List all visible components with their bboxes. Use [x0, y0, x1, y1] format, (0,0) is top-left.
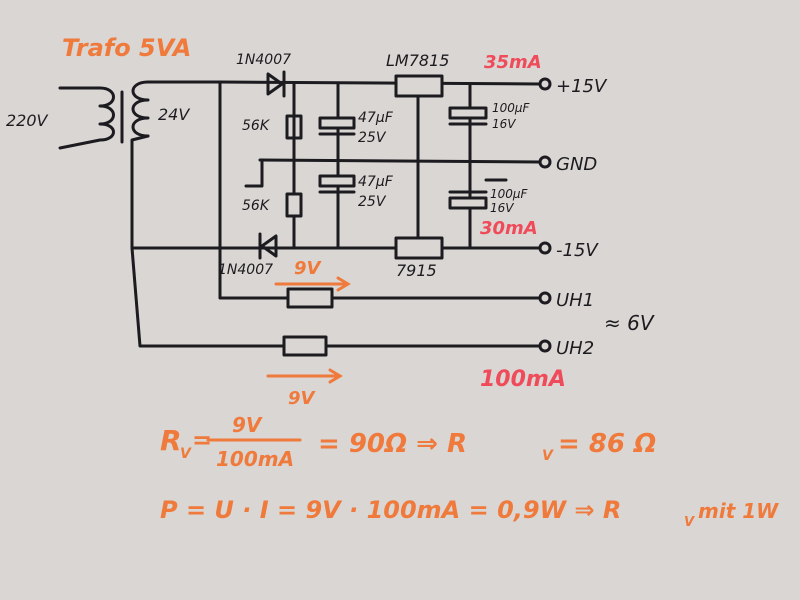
power-tail: mit 1W	[698, 499, 779, 523]
diode-top	[266, 72, 284, 96]
terminal-neg	[538, 241, 552, 255]
secondary-voltage: 24V	[158, 105, 190, 124]
power-line: P = U · I = 9V · 100mA = 0,9W ⇒ R	[160, 496, 621, 524]
secondary-coil	[131, 80, 150, 138]
cap-out-pos-label: 100µF	[492, 101, 531, 115]
rv-num: 9V	[232, 413, 263, 437]
cap-bottom-rating: 25V	[358, 194, 387, 210]
current-pos: 35mA	[484, 52, 542, 73]
drop-bottom: 9V	[288, 388, 317, 409]
power-sub: V	[684, 515, 695, 530]
rv-result: = 90Ω ⇒ R	[318, 429, 467, 459]
rv-eq: =	[192, 426, 212, 454]
secondary-lead	[146, 80, 542, 300]
heater-resistor-1	[286, 287, 334, 309]
resistor-bottom	[285, 192, 303, 218]
uh-voltage: ≈ 6V	[604, 311, 655, 335]
reg-pos-label: LM7815	[386, 51, 449, 70]
cap-top-rating: 25V	[358, 130, 387, 146]
resistor-top	[285, 114, 303, 140]
rv-sub2: V	[542, 448, 554, 464]
gnd-stub	[244, 158, 264, 188]
terminal-uh1	[538, 291, 552, 305]
resistor-top-label: 56K	[242, 118, 271, 134]
cap-out-pos-rating: 16V	[492, 117, 516, 131]
drop-top: 9V	[294, 258, 323, 279]
rv-lhs: R	[160, 424, 182, 457]
transformer-label: Trafo 5VA	[62, 34, 191, 62]
gnd-rail	[258, 158, 542, 164]
terminal-pos-label: +15V	[556, 76, 608, 97]
cap-out-neg-rating: 16V	[490, 201, 514, 215]
diode-bottom-label: 1N4007	[218, 262, 273, 278]
cap-bottom	[318, 174, 356, 188]
cap-bottom-label: 47µF	[358, 174, 394, 190]
resistor-bottom-label: 56K	[242, 198, 271, 214]
terminal-gnd	[538, 155, 552, 169]
regulator-pos	[394, 74, 444, 98]
current-neg: 30mA	[480, 218, 538, 239]
terminal-gnd-label: GND	[556, 154, 597, 175]
terminal-uh1-label: UH1	[556, 290, 594, 311]
arrow-bottom	[266, 368, 343, 384]
primary-voltage: 220V	[6, 111, 49, 130]
primary-coil	[58, 86, 115, 150]
terminal-neg-label: -15V	[556, 240, 599, 261]
top-rail	[218, 80, 542, 86]
arrow-top	[274, 276, 351, 292]
diode-bottom	[260, 234, 278, 258]
rv-final: = 86 Ω	[558, 429, 656, 459]
terminal-uh2-label: UH2	[556, 338, 594, 359]
reg-neg-label: 7915	[396, 261, 437, 280]
cap-top	[318, 116, 356, 130]
regulator-neg	[394, 236, 444, 260]
cap-out-neg-label: 100µF	[490, 187, 529, 201]
uh2-wire	[130, 246, 542, 348]
cap-out-pos	[448, 106, 488, 120]
ac-common	[130, 134, 542, 250]
cap-top-label: 47µF	[358, 110, 394, 126]
cap-out-neg	[448, 196, 488, 210]
rv-den: 100mA	[216, 447, 294, 471]
terminal-uh2	[538, 339, 552, 353]
terminal-pos	[538, 77, 552, 91]
heater-resistor-2	[282, 335, 328, 357]
rv-sub: V	[180, 446, 192, 462]
diode-top-label: 1N4007	[236, 52, 291, 68]
heater-current: 100mA	[480, 367, 566, 392]
